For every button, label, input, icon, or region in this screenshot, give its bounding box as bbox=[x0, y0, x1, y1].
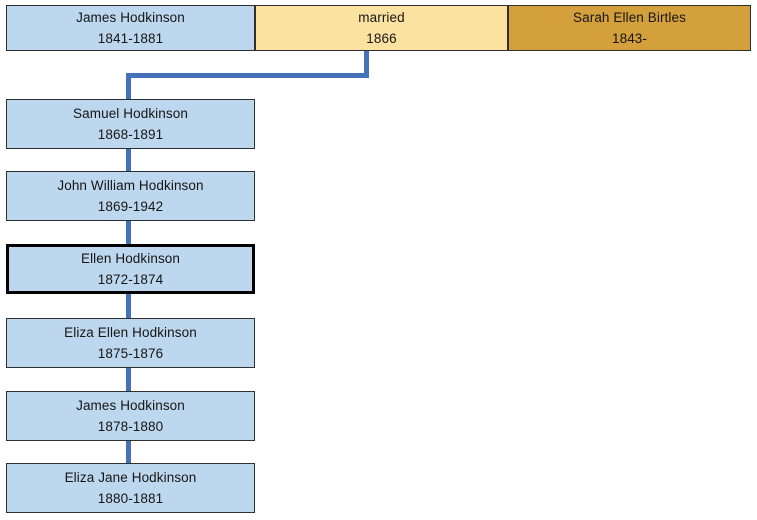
person-name: Samuel Hodkinson bbox=[73, 105, 188, 121]
person-box-mother[interactable]: Sarah Ellen Birtles 1843- bbox=[508, 5, 751, 51]
person-dates: 1869-1942 bbox=[97, 199, 164, 214]
connector-marriage-drop bbox=[364, 50, 369, 78]
marriage-year: 1866 bbox=[366, 31, 397, 46]
person-dates: 1878-1880 bbox=[97, 419, 164, 434]
person-dates: 1880-1881 bbox=[97, 491, 164, 506]
person-name: James Hodkinson bbox=[76, 9, 185, 25]
person-name: Ellen Hodkinson bbox=[80, 250, 181, 266]
person-dates: 1875-1876 bbox=[97, 346, 164, 361]
person-name: John William Hodkinson bbox=[57, 177, 204, 193]
person-dates: 1841-1881 bbox=[97, 31, 164, 46]
person-name: Eliza Jane Hodkinson bbox=[64, 469, 197, 485]
person-box-child-6[interactable]: Eliza Jane Hodkinson 1880-1881 bbox=[6, 463, 255, 513]
person-dates: 1872-1874 bbox=[97, 272, 164, 287]
marriage-label: married bbox=[358, 9, 405, 25]
person-box-child-5[interactable]: James Hodkinson 1878-1880 bbox=[6, 391, 255, 441]
person-box-child-1[interactable]: Samuel Hodkinson 1868-1891 bbox=[6, 99, 255, 149]
connector-marriage-horizontal bbox=[126, 73, 369, 78]
person-box-child-3-focused[interactable]: Ellen Hodkinson 1872-1874 bbox=[6, 244, 255, 294]
person-dates: 1868-1891 bbox=[97, 127, 164, 142]
marriage-box[interactable]: married 1866 bbox=[255, 5, 508, 51]
person-box-child-2[interactable]: John William Hodkinson 1869-1942 bbox=[6, 171, 255, 221]
person-box-father[interactable]: James Hodkinson 1841-1881 bbox=[6, 5, 255, 51]
person-name: James Hodkinson bbox=[76, 397, 185, 413]
person-dates: 1843- bbox=[611, 31, 648, 46]
person-name: Sarah Ellen Birtles bbox=[573, 9, 686, 25]
person-box-child-4[interactable]: Eliza Ellen Hodkinson 1875-1876 bbox=[6, 318, 255, 368]
person-name: Eliza Ellen Hodkinson bbox=[64, 324, 197, 340]
